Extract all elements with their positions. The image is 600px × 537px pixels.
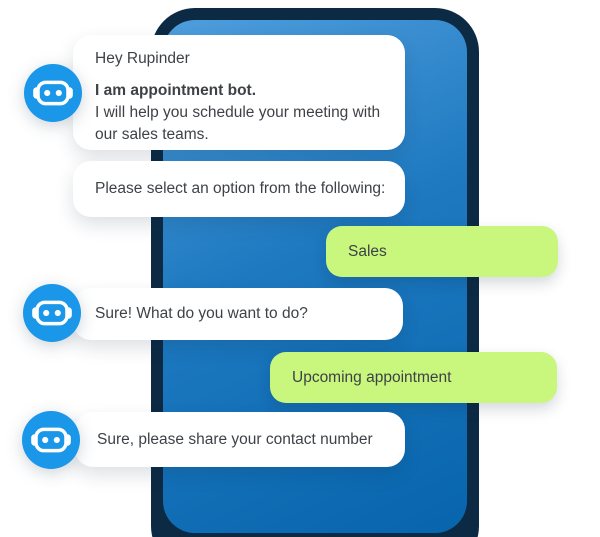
message-intro-bold-text: I am appointment bot. xyxy=(95,82,257,99)
message-text: Please select an option from the followi… xyxy=(95,180,386,197)
message-text: Sure! What do you want to do? xyxy=(95,305,308,322)
message-greeting-text: Hey Rupinder xyxy=(95,50,190,67)
message-intro-text-line2: our sales teams. xyxy=(95,126,209,143)
message-text: Sales xyxy=(348,242,387,260)
robot-icon xyxy=(24,64,82,122)
user-message-upcoming-appointment: Upcoming appointment xyxy=(270,352,557,403)
message-text: Upcoming appointment xyxy=(292,368,452,386)
robot-icon xyxy=(22,411,80,469)
bot-message-select-option: Please select an option from the followi… xyxy=(73,161,405,217)
user-message-sales: Sales xyxy=(326,226,558,277)
message-intro-text-line1: I will help you schedule your meeting wi… xyxy=(95,104,381,121)
message-text: Sure, please share your contact number xyxy=(97,430,373,448)
bot-message-what-to-do: Sure! What do you want to do? xyxy=(73,288,403,340)
robot-icon xyxy=(23,284,81,342)
bot-message-intro: Hey Rupinder I am appointment bot. I wil… xyxy=(73,35,405,150)
bot-message-contact-number: Sure, please share your contact number xyxy=(75,412,405,467)
